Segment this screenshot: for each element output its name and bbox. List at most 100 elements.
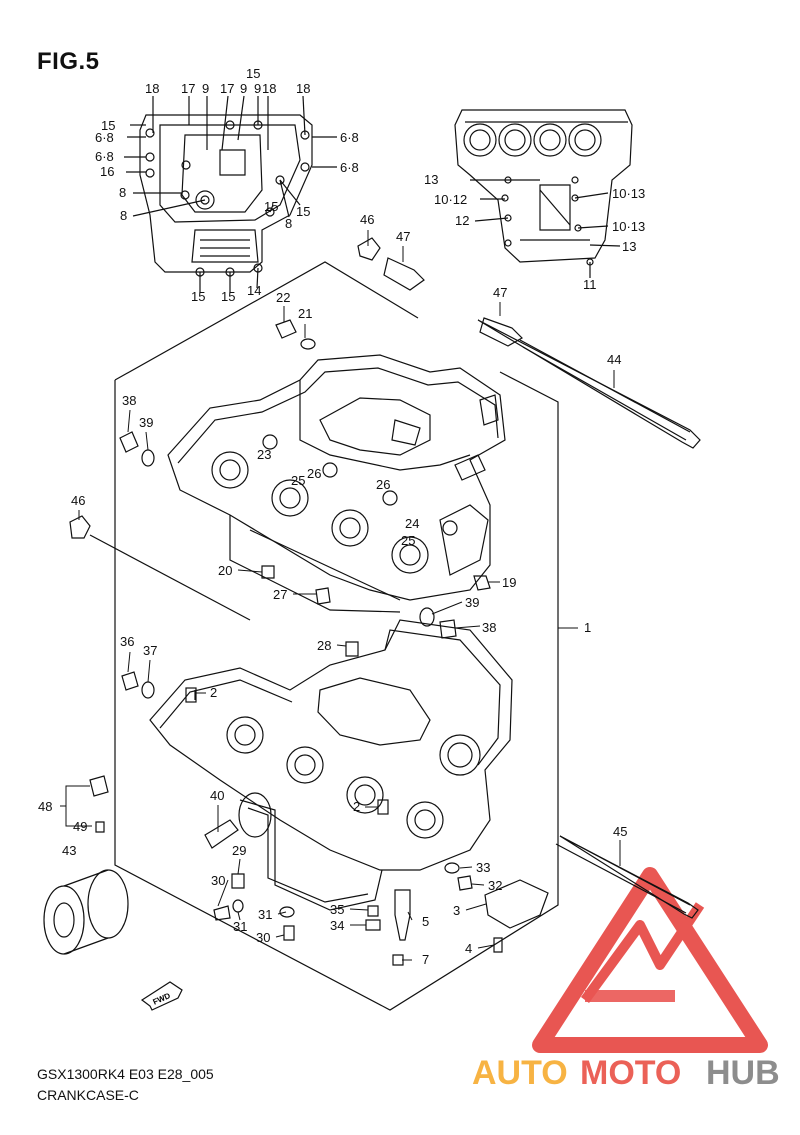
callout-label: 38 [122,393,136,408]
model-code: GSX1300RK4 E03 E28_005 [37,1066,214,1082]
callout-label: 48 [38,799,52,814]
callout-label: 4 [465,941,472,956]
callout-label: 8 [119,185,126,200]
callout-label: 43 [62,843,76,858]
callout-label: 28 [317,638,331,653]
watermark-moto: MOTO [580,1054,681,1092]
callout-label: 10·13 [612,219,645,234]
leader-lines [60,230,621,961]
callout-label: 13 [622,239,636,254]
callout-label: 20 [218,563,232,578]
callout-label: 2 [210,685,217,700]
callout-label: 12 [455,213,469,228]
callout-label: 25 [401,533,415,548]
callout-label: 31 [233,919,247,934]
through-bolt-44 [477,319,701,449]
watermark-auto: AUTO [472,1054,568,1092]
callout-label: 39 [465,595,479,610]
callout-label: 46 [360,212,374,227]
cover-3 [484,879,549,929]
callout-label: 6·8 [95,130,114,145]
callout-label: 45 [613,824,627,839]
callout-label: 25 [291,473,305,488]
callout-label: 34 [330,918,344,933]
plug-27 [315,587,331,605]
callout-label: 15 [221,289,235,304]
callout-label: 18 [262,81,276,96]
jet-28 [345,641,359,657]
callout-labels: 18 17 9 17 9 15 9 18 18 15 6·8 6·8 6·8 6… [38,66,645,967]
plug-49 [95,821,105,833]
callout-label: 30 [211,873,225,888]
callout-label: 3 [453,903,460,918]
callout-label: 44 [607,352,621,367]
callout-label: 46 [71,493,85,508]
bolt-22 [275,319,297,339]
callout-label: 15 [246,66,260,81]
bolt-7 [392,954,404,966]
callout-label: 27 [273,587,287,602]
upper-right-detail-view [454,109,633,278]
bolt-30a [213,905,231,921]
bolt-30b [283,925,295,941]
callout-label: 6·8 [340,160,359,175]
callout-label: 8 [285,216,292,231]
callout-label: 15 [296,204,310,219]
callout-label: 47 [396,229,410,244]
callout-label: 10·12 [434,192,467,207]
plug-35 [367,905,379,917]
callout-label: 7 [422,952,429,967]
figure-title: FIG.5 [37,48,100,75]
callout-label: 15 [191,289,205,304]
callout-label: 31 [258,907,272,922]
callout-label: 16 [100,164,114,179]
upper-left-detail-view [124,95,337,292]
callout-label: 19 [502,575,516,590]
callout-label: 29 [232,843,246,858]
bolt-19 [473,575,491,591]
plug-38b [439,619,457,639]
fwd-arrow-icon [140,981,183,1011]
callout-label: 17 [220,81,234,96]
callout-label: 9 [240,81,247,96]
callout-label: 33 [476,860,490,875]
watermark-hub: HUB [706,1054,780,1092]
callout-label: 18 [296,81,310,96]
callout-label: 18 [145,81,159,96]
callout-label: 15 [264,199,278,214]
callout-label: 40 [210,788,224,803]
callout-label: 9 [202,81,209,96]
callout-label: 14 [247,283,261,298]
automotohub-watermark: AUTO MOTO HUB [472,867,780,1092]
callout-label: 26 [376,477,390,492]
plug-34 [365,919,381,931]
callout-label: 13 [424,172,438,187]
callout-label: 32 [488,878,502,893]
callout-label: 21 [298,306,312,321]
plug-29 [231,873,245,889]
callout-label: 26 [307,466,321,481]
callout-label: 1 [584,620,591,635]
callout-label: 23 [257,447,271,462]
callout-label: 24 [405,516,419,531]
callout-label: 39 [139,415,153,430]
oil-filter-43 [43,869,129,955]
callout-label: 15 [101,118,115,133]
callout-label: 8 [120,208,127,223]
callout-label: 36 [120,634,134,649]
callout-label: 6·8 [340,130,359,145]
plug-38a [119,431,139,453]
callout-label: 10·13 [612,186,645,201]
sensor-5 [394,889,411,941]
callout-label: 6·8 [95,149,114,164]
bolt-20 [261,565,275,579]
pipe-40 [204,819,239,849]
callout-label: 22 [276,290,290,305]
callout-label: 37 [143,643,157,658]
union-48 [89,775,109,797]
bolt-4 [493,937,503,953]
nut-46b [69,515,91,539]
callout-label: 30 [256,930,270,945]
